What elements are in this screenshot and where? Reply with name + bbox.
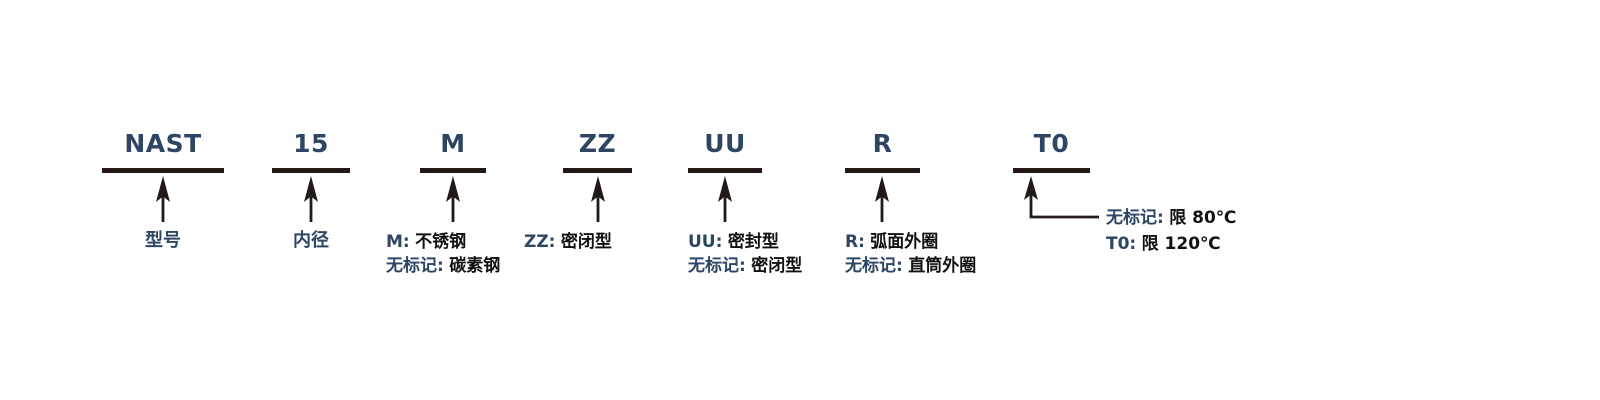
description-line: 无标记: 密闭型 <box>688 254 802 278</box>
arrow-up-icon-r <box>864 176 900 222</box>
description-block-model: 型号 <box>103 228 223 254</box>
code-token-t0: T0 <box>1033 129 1070 158</box>
description-block-outer-ring: R: 弧面外圈 无标记: 直筒外圈 <box>845 230 976 278</box>
description-key: 无标记: <box>1106 208 1164 228</box>
description-value: 密封型 <box>727 232 779 252</box>
token-rule-r <box>845 168 920 173</box>
arrow-up-icon-nast <box>145 176 181 222</box>
token-rule-uu <box>688 168 762 173</box>
description-key: 无标记: <box>845 256 903 277</box>
description-key: 无标记: <box>386 256 444 277</box>
description-line: M: 不锈钢 <box>386 230 500 254</box>
description-key: T0: <box>1106 234 1137 255</box>
description-key: 无标记: <box>688 256 746 277</box>
token-rule-m <box>420 168 486 173</box>
token-rule-zz <box>563 168 632 173</box>
arrow-up-icon-m <box>435 176 471 222</box>
description-line: 内径 <box>271 228 351 254</box>
description-line: 无标记: 直筒外圈 <box>845 254 976 278</box>
description-line: 型号 <box>103 228 223 254</box>
description-value: 弧面外圈 <box>870 232 939 252</box>
description-key: 内径 <box>293 230 329 251</box>
arrow-up-icon-zz <box>580 176 616 222</box>
arrow-elbow-leader-t0 <box>1013 176 1113 226</box>
description-block-seal: UU: 密封型 无标记: 密闭型 <box>688 230 802 278</box>
description-line: ZZ: 密闭型 <box>524 230 612 254</box>
token-rule-nast <box>102 168 224 173</box>
description-key: R: <box>845 232 865 252</box>
arrow-up-icon-15 <box>293 176 329 222</box>
description-value: 碳素钢 <box>449 256 501 277</box>
code-token-15: 15 <box>293 129 329 158</box>
description-value: 不锈钢 <box>415 232 467 252</box>
description-key: ZZ: <box>524 232 556 252</box>
description-line: 无标记: 限 80℃ <box>1106 205 1236 231</box>
description-block-shield: ZZ: 密闭型 <box>524 230 612 254</box>
description-key: M: <box>386 232 410 252</box>
description-key: UU: <box>688 232 723 252</box>
description-block-bore: 内径 <box>271 228 351 254</box>
code-token-m: M <box>440 129 466 158</box>
description-value: 限 80℃ <box>1169 208 1237 228</box>
description-key: 型号 <box>145 230 181 251</box>
description-block-material: M: 不锈钢 无标记: 碳素钢 <box>386 230 500 278</box>
description-block-temperature: 无标记: 限 80℃ T0: 限 120℃ <box>1106 205 1236 258</box>
description-line: 无标记: 碳素钢 <box>386 254 500 278</box>
code-token-uu: UU <box>704 129 746 158</box>
description-line: UU: 密封型 <box>688 230 802 254</box>
description-line: R: 弧面外圈 <box>845 230 976 254</box>
token-rule-15 <box>272 168 350 173</box>
token-rule-t0 <box>1013 168 1090 173</box>
code-token-r: R <box>872 129 893 158</box>
description-line: T0: 限 120℃ <box>1106 231 1236 257</box>
description-value: 直筒外圈 <box>908 256 977 277</box>
description-value: 密闭型 <box>560 232 612 252</box>
arrow-up-icon-uu <box>707 176 743 222</box>
code-token-zz: ZZ <box>578 129 617 158</box>
description-value: 密闭型 <box>751 256 803 277</box>
description-value: 限 120℃ <box>1141 234 1221 255</box>
code-token-nast: NAST <box>124 129 202 158</box>
